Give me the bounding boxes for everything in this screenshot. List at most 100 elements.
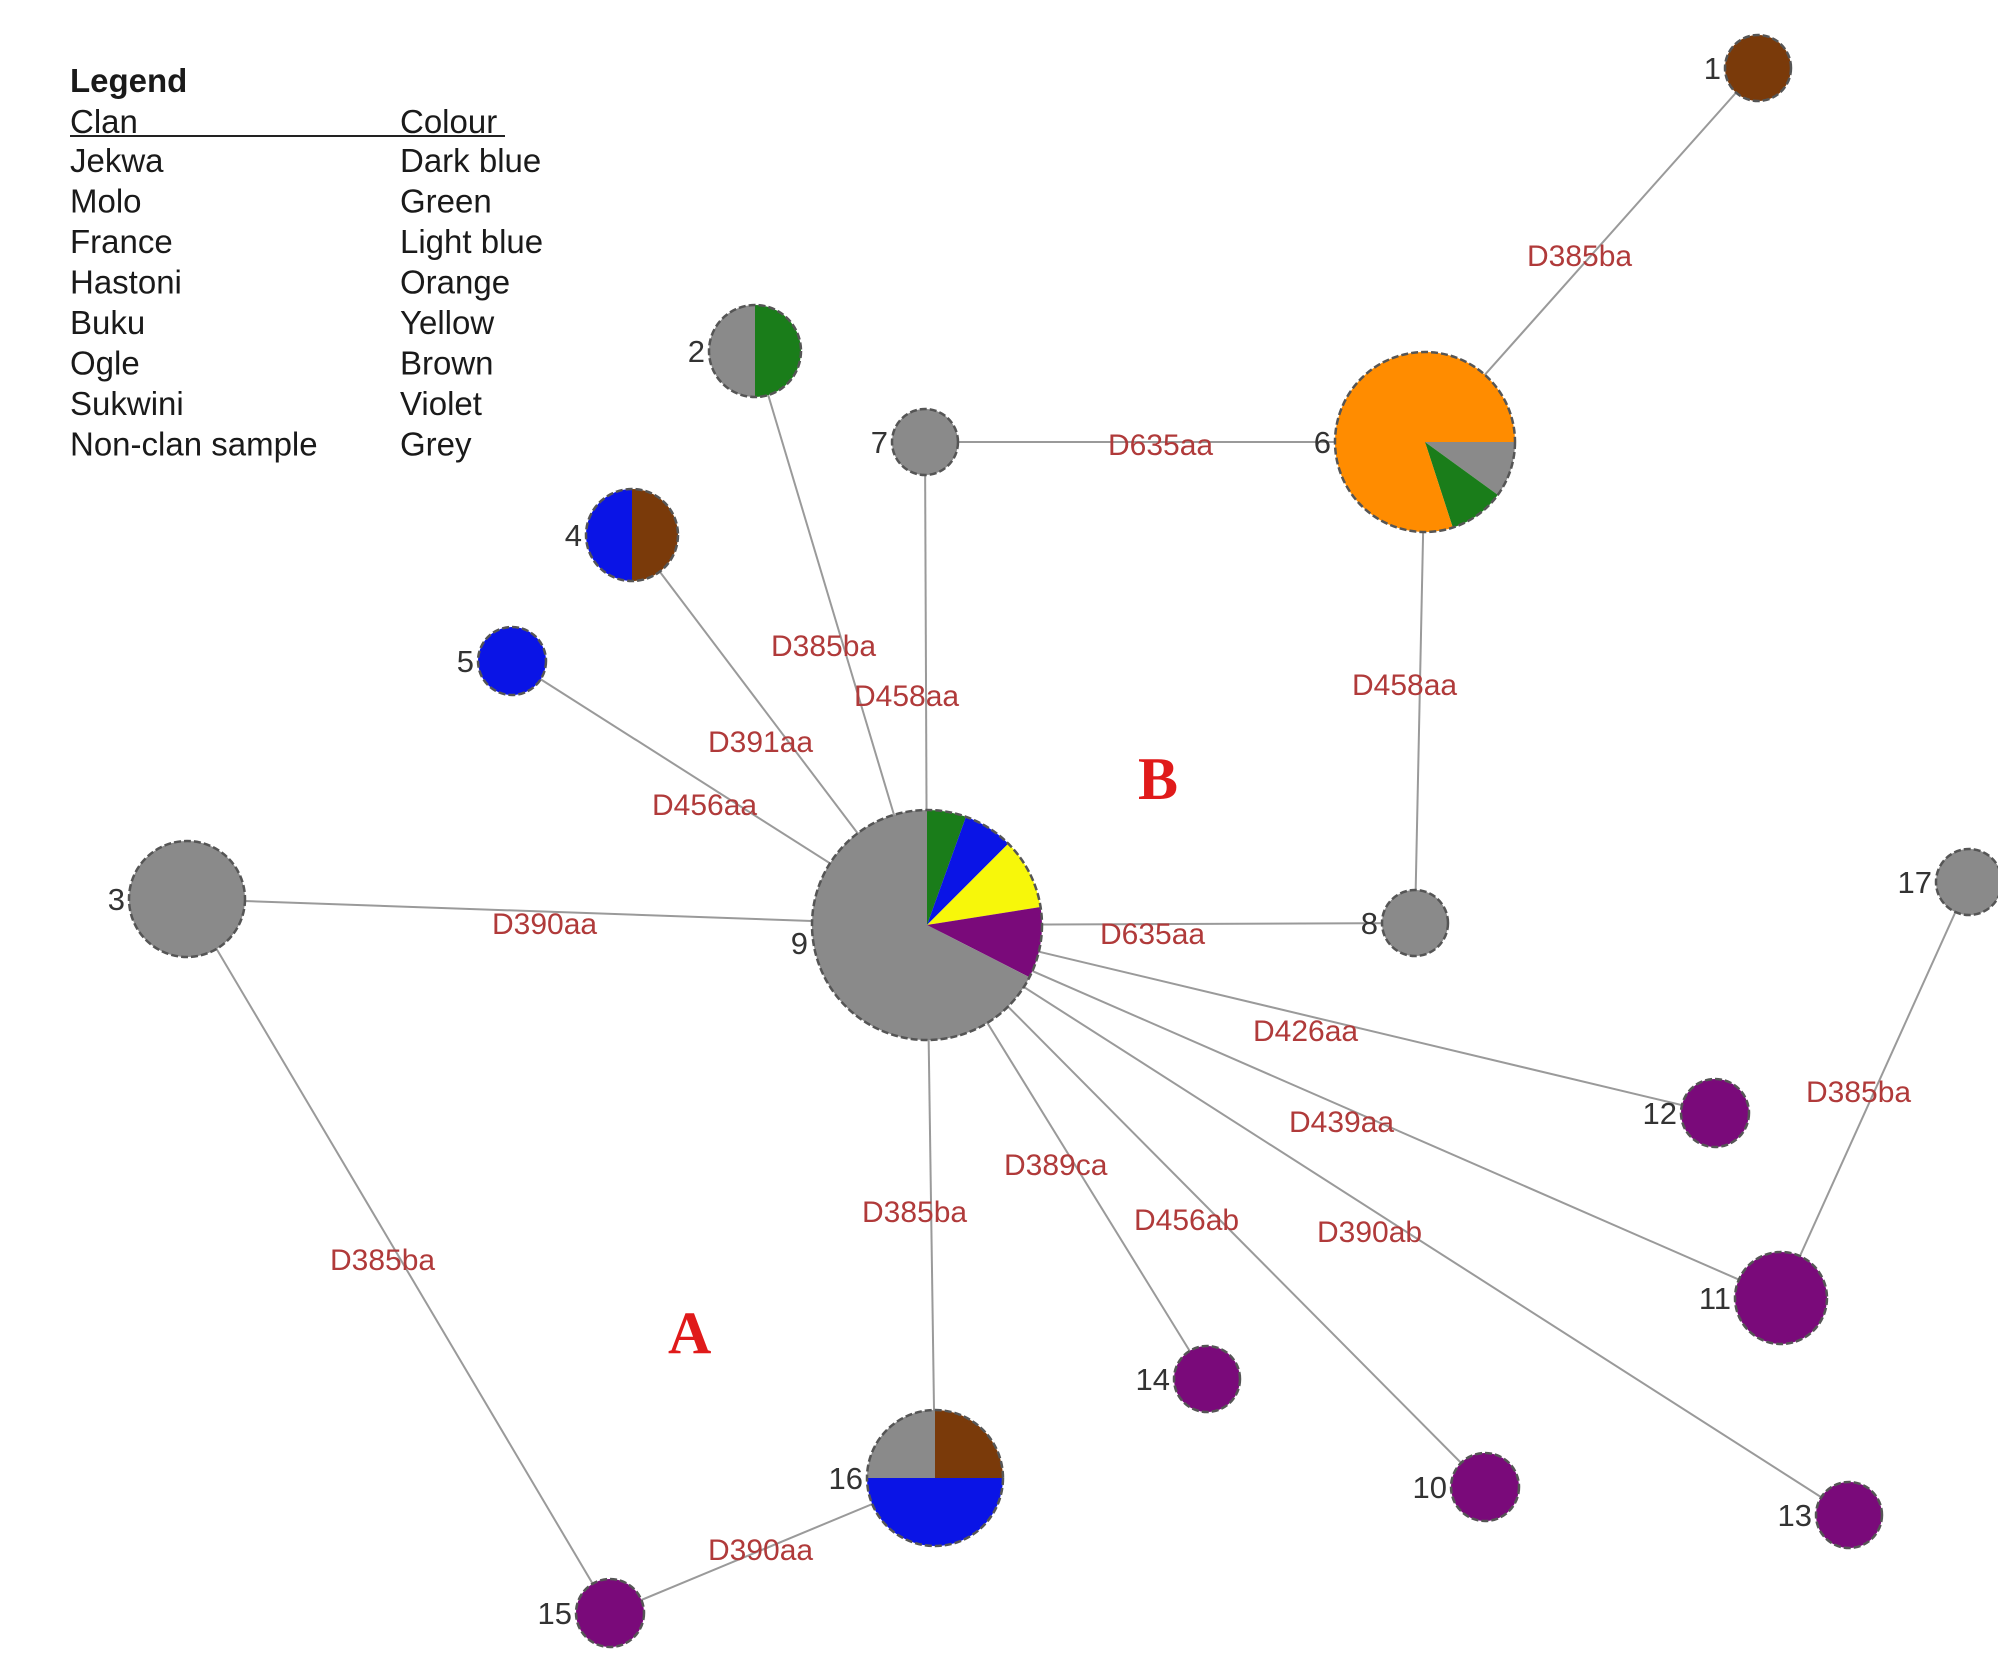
node-7-slice-0: [892, 409, 958, 475]
node-15-outline: [574, 1577, 646, 1649]
node-label-15: 15: [538, 1596, 572, 1631]
legend-colour-6: Violet: [400, 385, 482, 422]
edge-label-3-9: D390aa: [492, 908, 597, 941]
node-label-5: 5: [457, 644, 474, 679]
node-11-outline: [1733, 1250, 1829, 1346]
node-4-outline: [584, 487, 680, 583]
edge-17-11: [1780, 881, 1970, 1299]
legend-clan-2: France: [70, 223, 173, 260]
legend-clan-1: Molo: [70, 183, 142, 220]
edge-9-10: [926, 924, 1486, 1488]
legend-clan-7: Non-clan sample: [70, 426, 318, 463]
node-label-9: 9: [791, 926, 808, 961]
edge-label-4-9: D391aa: [708, 726, 813, 759]
node-14-slice-0: [1174, 1346, 1240, 1412]
node-5-outline: [476, 625, 548, 697]
node-label-8: 8: [1361, 906, 1378, 941]
node-16: [865, 1408, 1005, 1548]
node-16-slice-1: [867, 1478, 1003, 1546]
legend-header-colour: Colour: [400, 103, 497, 140]
legend-header-clan: Clan: [70, 103, 138, 140]
node-13: [1814, 1480, 1884, 1550]
node-9: [810, 808, 1044, 1042]
edge-3-9: [186, 898, 928, 926]
legend-colour-0: Dark blue: [400, 142, 541, 179]
node-8-slice-0: [1382, 890, 1448, 956]
edge-9-11: [926, 924, 1782, 1299]
edge-label-9-14: D389ca: [1004, 1149, 1108, 1182]
node-12: [1679, 1077, 1751, 1149]
node-17-slice-0: [1936, 849, 1998, 915]
legend-clan-0: Jekwa: [70, 142, 164, 179]
node-label-14: 14: [1136, 1362, 1170, 1397]
edge-9-13: [926, 924, 1850, 1516]
node-14: [1172, 1344, 1242, 1414]
legend-colour-1: Green: [400, 183, 492, 220]
node-2-slice-0: [755, 305, 801, 397]
edge-label-17-11: D385ba: [1806, 1076, 1911, 1109]
node-9-slice-1: [927, 816, 1009, 925]
edge-label-9-8: D635aa: [1100, 918, 1205, 951]
node-14-outline: [1172, 1344, 1242, 1414]
node-label-6: 6: [1314, 425, 1331, 460]
legend-clan-6: Sukwini: [70, 385, 184, 422]
node-6-slice-2: [1335, 352, 1515, 532]
node-11-slice-0: [1735, 1252, 1827, 1344]
node-7-outline: [890, 407, 960, 477]
node-1-slice-0: [1725, 35, 1791, 101]
edge-label-9-11: D439aa: [1289, 1106, 1394, 1139]
node-6-slice-1: [1425, 442, 1498, 528]
node-2-slice-1: [709, 305, 755, 397]
edge-label-9-12: D426aa: [1253, 1015, 1358, 1048]
node-3-slice-0: [129, 841, 245, 957]
edge-label-9-16: D385ba: [862, 1196, 967, 1229]
node-8-outline: [1380, 888, 1450, 958]
legend-title: Legend: [70, 62, 187, 99]
node-17: [1934, 847, 1998, 917]
node-label-2: 2: [688, 334, 705, 369]
node-6-slice-0: [1425, 442, 1515, 495]
node-10-slice-0: [1451, 1453, 1519, 1521]
edge-label-6-8: D458aa: [1352, 669, 1457, 702]
node-2-outline: [707, 303, 803, 399]
legend-colour-3: Orange: [400, 264, 510, 301]
node-1: [1723, 33, 1793, 103]
edge-label-15-16: D390aa: [708, 1534, 813, 1567]
node-7: [890, 407, 960, 477]
node-10: [1449, 1451, 1521, 1523]
legend-clan-5: Ogle: [70, 345, 140, 382]
node-5: [476, 625, 548, 697]
group-label-a: A: [668, 1300, 711, 1366]
node-17-outline: [1934, 847, 1998, 917]
edge-label-9-10: D456ab: [1134, 1204, 1239, 1237]
legend-colour-5: Brown: [400, 345, 494, 382]
node-9-slice-0: [927, 810, 966, 925]
node-15: [574, 1577, 646, 1649]
node-label-10: 10: [1413, 1470, 1447, 1505]
node-16-slice-2: [867, 1410, 935, 1478]
node-11: [1733, 1250, 1829, 1346]
node-16-slice-0: [935, 1410, 1003, 1478]
node-label-12: 12: [1643, 1096, 1677, 1131]
edge-label-5-9: D456aa: [652, 789, 757, 822]
node-label-11: 11: [1699, 1281, 1731, 1316]
legend-clan-4: Buku: [70, 304, 145, 341]
node-10-outline: [1449, 1451, 1521, 1523]
node-label-4: 4: [565, 518, 582, 553]
node-15-slice-0: [576, 1579, 644, 1647]
edge-label-7-6: D635aa: [1108, 429, 1213, 462]
node-13-outline: [1814, 1480, 1884, 1550]
node-4-slice-1: [586, 489, 632, 581]
edge-label-3-15: D385ba: [330, 1244, 435, 1277]
node-1-outline: [1723, 33, 1793, 103]
legend-colour-2: Light blue: [400, 223, 543, 260]
node-label-16: 16: [829, 1461, 863, 1496]
node-13-slice-0: [1816, 1482, 1882, 1548]
edge-label-7-9: D458aa: [854, 680, 959, 713]
node-4-slice-0: [632, 489, 678, 581]
node-6-outline: [1333, 350, 1517, 534]
node-3: [127, 839, 247, 959]
